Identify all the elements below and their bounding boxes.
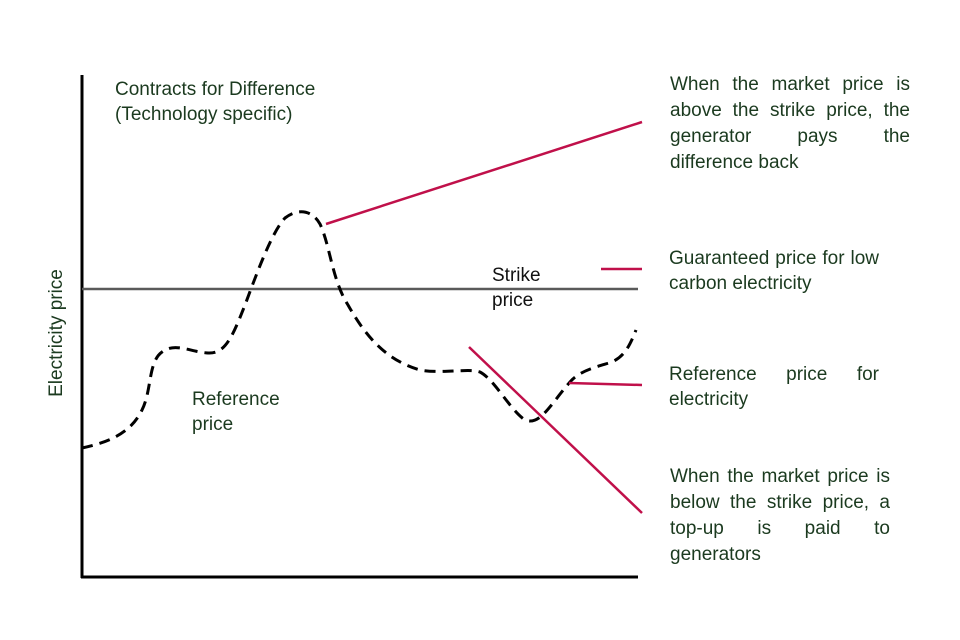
annotation-reference-price: Reference price for electricity <box>669 364 879 410</box>
title-line-1: Contracts for Difference <box>115 79 316 100</box>
title-line-2: (Technology specific) <box>115 104 293 125</box>
annotation-above-strike: When the market price is above the strik… <box>670 74 910 173</box>
diagram-title: Contracts for Difference (Technology spe… <box>115 77 315 127</box>
reference-label-line-2: price <box>192 414 234 435</box>
top-up-line <box>468 346 643 514</box>
strike-price-label: Strike price <box>492 263 541 313</box>
y-axis-label: Electricity price <box>46 269 67 397</box>
strike-label-line-2: price <box>492 290 534 311</box>
reference-price-pointer <box>568 381 643 387</box>
strike-label-line-1: Strike <box>492 265 541 286</box>
reference-label-line-1: Reference <box>192 389 280 410</box>
annotation-below-strike: When the market price is below the strik… <box>670 466 890 565</box>
reference-price-label: Reference price <box>192 387 280 437</box>
pays-back-line <box>325 120 643 226</box>
reference-price-curve <box>81 210 638 450</box>
annotation-guaranteed-price: Guaranteed price for low carbon electric… <box>669 248 879 294</box>
